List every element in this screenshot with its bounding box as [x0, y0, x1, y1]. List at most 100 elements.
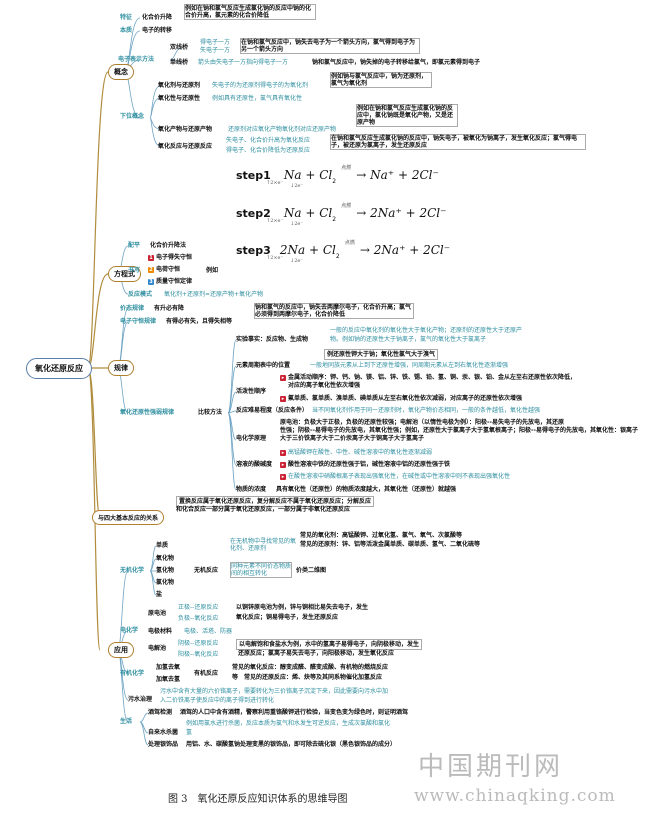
step-2: step2 Na + Cl2 点燃 → 2Na⁺ + 2Cl⁻ [236, 203, 447, 224]
write-example: 例如 [206, 267, 219, 274]
double-note: 在钠和氯气反应中，钠失去电子为一个箭头方向，氯气得到电子为另一个箭头方向 [240, 38, 420, 54]
condition-note: 当不同氧化剂作用于同一还原剂时，氧化产物价态相同，一般的条件越低，氧化性越强 [312, 407, 541, 414]
watermark-url: www.chinaqking.com [414, 786, 616, 806]
inorganic-note-2: 常见的还原剂：锌、铝等活泼金属单质、碳单质、氢气、二氧化硫等 [300, 541, 481, 548]
flag-icon: ▸ [280, 395, 286, 402]
double-gain: 得电子一方 [200, 39, 231, 46]
water-note-2: 氢 [186, 729, 193, 736]
compare-label: 氧化还原性强弱规律 [120, 409, 175, 416]
electron-note: 钠和氯气的反应中，钠失去两摩尔电子，化合价升高；氯气必须得到两摩尔电子，化合价降… [254, 303, 414, 319]
acid-label: 溶液的酸碱度 [236, 461, 273, 468]
water-label: 自来水杀菌 [148, 729, 179, 736]
inorganic-sub-2: 同种元素不同价态物质间的相互转化 [230, 562, 292, 578]
reaction-desc2: 得电子、化合价降低为还原反应 [226, 147, 311, 154]
electron-label: 电子守恒规律 [120, 318, 157, 325]
activity-note-3: ▸氟单质、氯单质、溴单质、碘单质从左至右氧化性依次减弱，对应离子的还原性依次增强 [280, 395, 523, 402]
acid-note-1: ▸高锰酸钾在酸性、中性、碱性溶液中的氧化性逐渐减弱 [280, 449, 433, 456]
step-3-label: step3 [236, 244, 271, 257]
organic-note-1: 常见的氧化反应：醇变成醛、醛变成酸、有机物的燃烧反应 [232, 664, 389, 671]
double-line-label: 双线桥 [170, 44, 189, 51]
root-node[interactable]: 氧化还原反应 [26, 358, 92, 379]
flag-icon: ▸ [280, 374, 286, 381]
elec-note-2: 还原反应；氯离子易失去电子，向阳极移动，发生氧化反应 [238, 650, 395, 657]
inorganic-item-4: 氯化物 [156, 579, 175, 586]
flag-icon: ▸ [280, 473, 286, 480]
property-desc: 例如具有还原性，氯气具有氧化性 [212, 95, 303, 102]
env-label: 污水治理 [128, 696, 153, 703]
organic-item-2: 加氧去氢 [156, 676, 181, 683]
product-label: 氧化产物与还原产物 [158, 126, 213, 133]
step-2-lhs: Na + Cl [283, 206, 333, 220]
lower-label: 下位概念 [120, 113, 145, 120]
exp-label: 实验事实：反应物、生成物 [236, 336, 309, 343]
inorganic-item-5: 盐 [156, 591, 163, 598]
model-value: 氧化剂+还原剂=还原产物+氧化产物 [164, 291, 264, 298]
step-1-lose: ↑2×e⁻ [266, 180, 284, 186]
elec-pos: 阴极--还原反应 [178, 640, 219, 647]
cell-pos: 正极--还原反应 [178, 604, 219, 611]
branch-application[interactable]: 应用 [108, 642, 134, 658]
activity-label: 活泼性顺序 [236, 388, 267, 395]
electrolysis-label: 电解池 [148, 645, 167, 652]
step-3: step3 2Na + Cl2 点燃 → 2Na⁺ + 2Cl⁻ [236, 240, 451, 261]
reductant-note: 例如钠与氯气反应中，钠为还原剂，氯气为氧化剂 [330, 72, 432, 88]
step-1-gain: ↓2e⁻ [290, 183, 303, 189]
inorganic-note-1: 常见的氧化剂：高锰酸钾、过氧化氢、氯气、氧气、次氯酸等 [300, 532, 463, 539]
write-label: 书写 [128, 267, 141, 274]
branch-concept[interactable]: 概念 [108, 64, 134, 80]
double-lose: 失电子一方 [200, 47, 231, 54]
electron-value: 有得必有失，且得失相等 [166, 318, 233, 325]
conc-label: 物质的浓度 [236, 486, 267, 493]
flag-icon: ▸ [280, 449, 286, 456]
step-1-top: 点燃 [341, 165, 352, 171]
step-2-top: 点燃 [341, 203, 352, 209]
branch-law[interactable]: 规律 [108, 360, 134, 376]
reductant-label: 氧化剂与还原剂 [158, 82, 201, 89]
single-line-label: 单线桥 [170, 59, 189, 66]
branch-equation[interactable]: 方程式 [108, 266, 141, 282]
elec-neg: 阳极--氧化反应 [178, 651, 219, 658]
valence-label: 价态规律 [120, 305, 145, 312]
step-1-label: step1 [236, 169, 271, 182]
step-3-top: 点燃 [344, 240, 355, 246]
water-note-1: 例如用氯水进行杀菌，反应本质为氯气和水发生可逆反应，生成次氯酸和氯化 [186, 720, 391, 727]
inorganic-item-2: 氧化物 [156, 555, 175, 562]
relation-line-2: 和化合反应一部分属于氧化还原反应，一部分属于非氧化还原反应 [176, 506, 351, 513]
essence-label: 本质 [120, 27, 133, 34]
property-label: 氧化性与还原性 [158, 95, 201, 102]
valence-value: 有升必有降 [154, 305, 185, 312]
compare-method: 比较方法 [198, 409, 223, 416]
product-desc: 还原剂对应氧化产物氧化剂对应还原产物 [228, 126, 337, 133]
exp-note-2: 物。例如钠的还原性大于钠离子，氯气的氧化性大于氯离子 [330, 336, 487, 343]
alcohol-note: 酒驾的人口中含有酒精，警察利用重铬酸钾进行检验，当变色变为绿色时，则证明酒驾 [180, 709, 409, 716]
product-note: 例如在钠和氯气反应生成氯化钠的反应中，氯化钠既是氧化产物，又是还原产物 [356, 104, 458, 127]
cell-neg: 负极--氧化反应 [178, 615, 219, 622]
figure-caption: 图 3 氧化还原反应知识体系的思维导图 [168, 794, 348, 805]
exp-note-1: 一般的反应中氧化剂的氧化性大于氧化产物；还原剂的还原性大于还原产 [330, 327, 523, 334]
watermark-cn: 中国期刊网 [418, 752, 564, 782]
cell-label: 原电池 [148, 610, 167, 617]
env-note-1: 污水中含有大量的六价铬离子，需要转化为三价铬离子沉淀下来，因此需要向污水中加 [160, 688, 389, 695]
branch-relation[interactable]: 与四大基本反应的关系 [92, 510, 165, 525]
inorganic-item-1: 单质 [156, 542, 169, 549]
organic-note-2: 等 常见的还原反应：烯、炔等及其同系物催化加氢反应 [232, 674, 383, 681]
alcohol-label: 酒驾检测 [148, 709, 173, 716]
feature-label: 特征 [120, 14, 133, 21]
red-badge-icon: 1 [148, 254, 154, 261]
step-1-rhs: → Na⁺ + 2Cl⁻ [356, 168, 439, 182]
reaction-label: 氧化反应与还原反应 [158, 143, 213, 150]
single-note: 钠和氯气反应中，钠失掉的电子转移给氯气，即氯元素得到电子 [312, 59, 481, 66]
step-3-lose: ↑2×e⁻ [266, 255, 284, 261]
flag-icon: ▸ [280, 461, 286, 468]
rep-label: 电子表示方法 [118, 56, 155, 63]
step-3-gain: ↓2e⁻ [290, 258, 303, 264]
inorganic-item-3: 氢化物 [156, 567, 175, 574]
reaction-desc1: 失电子、化合价升高为氧化反应 [226, 137, 311, 144]
blue-badge-icon: 3 [148, 278, 154, 285]
inorganic-sub-1: 在无机物中寻找常见的氧化剂、还原剂 [230, 538, 297, 552]
step-1-lhs: Na + Cl [283, 168, 333, 182]
feature-value: 化合价升降 [142, 14, 173, 21]
reductant-desc: 失电子的为还原剂得电子的为氧化剂 [212, 82, 309, 89]
